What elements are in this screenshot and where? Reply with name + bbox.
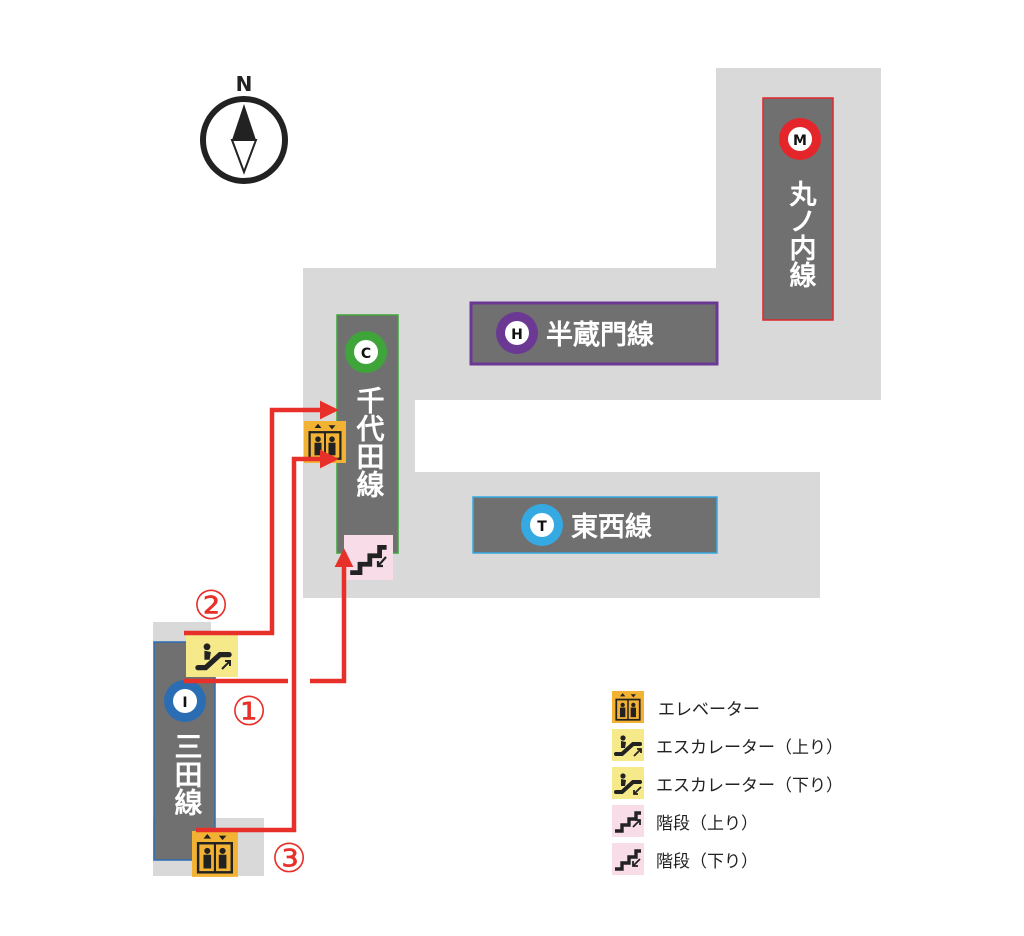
escalator-up-icon (612, 729, 644, 761)
route-label-2: ② (193, 583, 229, 629)
compass-needle-north (232, 104, 256, 140)
route-1-line (310, 548, 354, 684)
compass-needle-south (230, 139, 258, 175)
marunouchi-line-name: 丸ノ内線 (785, 180, 818, 288)
legend-label: エレベーター (658, 699, 760, 720)
elevator-icon (612, 691, 644, 723)
platform-chiyoda: C 千代田線 (336, 314, 399, 554)
legend-label: エスカレーター（上り） (656, 737, 843, 758)
legend: エレベーター エスカレーター（上り） エスカレーター（下り） 階段（上り） (612, 688, 912, 878)
legend-label: 階段（上り） (656, 813, 758, 834)
marunouchi-line-letter: M (793, 133, 807, 149)
compass-ring (200, 96, 288, 184)
platform-hanzomon: H 半蔵門線 (469, 301, 719, 366)
platform-mita: I 三田線 (153, 641, 216, 861)
legend-item: 階段（上り） (612, 802, 912, 840)
platform-tozai: T 東西線 (472, 496, 718, 554)
legend-label: 階段（下り） (656, 851, 758, 872)
route-label-3: ③ (271, 836, 307, 882)
elevator-icon (302, 419, 348, 465)
legend-label: エスカレーター（下り） (656, 775, 843, 796)
stairs-down-icon (612, 843, 644, 875)
compass-north-label: N (236, 72, 253, 96)
legend-item: エレベーター (612, 688, 912, 726)
mita-line-name: 三田線 (171, 732, 204, 816)
route-3-line (196, 449, 339, 833)
tozai-line-letter: T (537, 519, 547, 535)
route-2-line (184, 400, 339, 636)
route-label-1: ① (231, 689, 267, 735)
hanzomon-line-name: 半蔵門線 (546, 319, 654, 351)
mita-line-letter: I (182, 695, 187, 711)
chiyoda-line-name: 千代田線 (353, 386, 386, 498)
legend-item: エスカレーター（下り） (612, 764, 912, 802)
stairs-down-icon (344, 535, 393, 580)
chiyoda-line-letter: C (361, 346, 371, 362)
compass: N (200, 72, 288, 184)
tozai-line-name: 東西線 (571, 511, 652, 543)
stairs-up-icon (612, 805, 644, 837)
hanzomon-line-letter: H (511, 327, 523, 343)
routes (184, 400, 354, 833)
legend-item: 階段（下り） (612, 840, 912, 878)
legend-item: エスカレーター（上り） (612, 726, 912, 764)
escalator-down-icon (612, 767, 644, 799)
platform-marunouchi: M 丸ノ内線 (762, 97, 834, 321)
elevator-icon (190, 829, 240, 879)
escalator-up-icon (186, 633, 238, 677)
